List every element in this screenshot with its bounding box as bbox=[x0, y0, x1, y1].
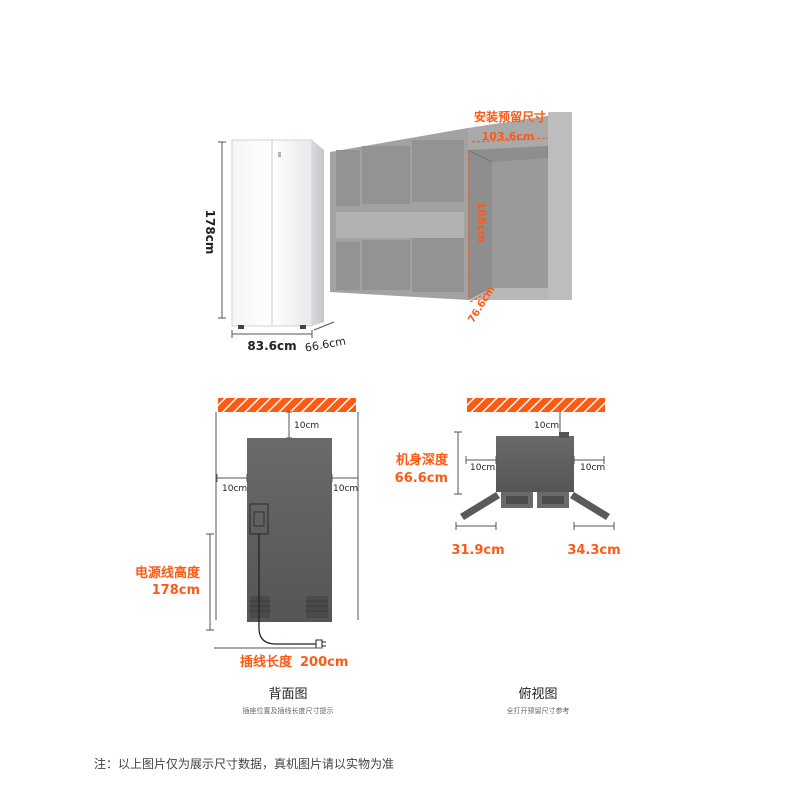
fridge-width-dimension: 83.6cm bbox=[231, 330, 313, 353]
right-door-dim: 34.3cm bbox=[567, 543, 620, 558]
back-view-caption: 背面图 bbox=[268, 687, 307, 702]
top-view-caption: 俯视图 bbox=[518, 686, 557, 702]
cord-height-title: 电源线高度 bbox=[135, 565, 201, 581]
top-view-wall-hatch bbox=[467, 398, 605, 412]
top-view-top-gap-label: 10cm bbox=[534, 421, 559, 431]
top-view-left-gap-label: 10cm bbox=[470, 463, 495, 473]
cabinet-niche-illustration bbox=[330, 112, 572, 300]
back-view-wall-hatch bbox=[218, 398, 356, 412]
fridge-3d-illustration bbox=[231, 139, 324, 329]
top-view-right-gap-label: 10cm bbox=[580, 463, 605, 473]
niche-height-label: 188cm bbox=[475, 202, 488, 243]
fridge-height-label: 178cm bbox=[203, 210, 217, 255]
footnote: 注：以上图片仅为展示尺寸数据，真机图片请以实物为准 bbox=[94, 756, 394, 771]
cord-length-title: 插线长度 bbox=[240, 654, 293, 670]
back-left-gap-label: 10cm bbox=[222, 484, 247, 494]
back-view-subcaption: 插座位置及插线长度尺寸提示 bbox=[243, 706, 334, 715]
body-depth-title: 机身深度 bbox=[396, 452, 449, 468]
back-top-gap-label: 10cm bbox=[294, 421, 319, 431]
top-view-subcaption: 全打开预留尺寸参考 bbox=[507, 706, 570, 715]
install-size-title: 安装预留尺寸 bbox=[474, 109, 546, 124]
fridge-depth-dimension: 66.6cm bbox=[304, 321, 347, 355]
top-view-fridge-body bbox=[496, 436, 574, 492]
fridge-width-label: 83.6cm bbox=[247, 339, 296, 353]
back-view: 10cm 10cm 10cm 电源线高度 178cm 插线长度 200cm 背面… bbox=[135, 398, 359, 715]
top-view: 10cm 10cm 10cm 机身深度 66.6cm 31.9cm 34.3cm… bbox=[395, 398, 621, 715]
back-right-gap-label: 10cm bbox=[333, 484, 358, 494]
back-view-fridge-body bbox=[247, 438, 332, 622]
cord-length-value: 200cm bbox=[300, 655, 348, 670]
cord-height-value: 178cm bbox=[152, 583, 200, 598]
left-door-dim: 31.9cm bbox=[451, 543, 504, 558]
niche-width-label: 103.6cm bbox=[482, 130, 535, 143]
body-depth-value: 66.6cm bbox=[395, 471, 448, 486]
fridge-height-dimension: 178cm bbox=[203, 141, 226, 319]
fridge-depth-label: 66.6cm bbox=[304, 335, 347, 355]
